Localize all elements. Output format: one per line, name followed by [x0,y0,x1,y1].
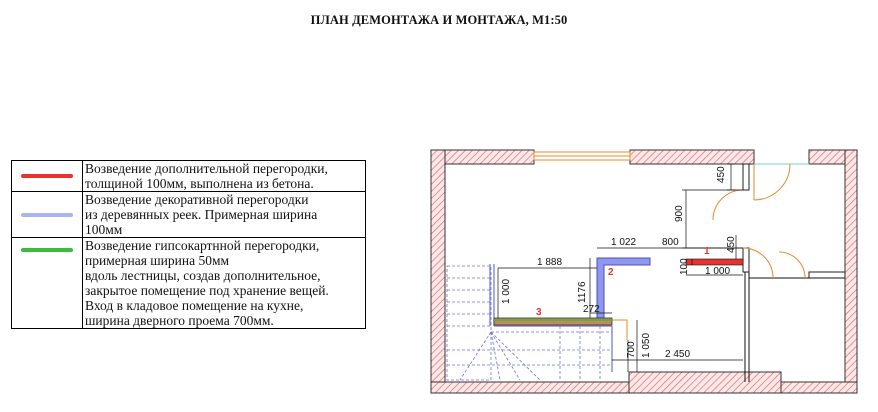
partition-top [742,163,750,191]
dim-label: 1 888 [537,257,562,268]
green-line-swatch [21,248,73,252]
wall-bottom-right [780,381,858,394]
legend-row-drywall: Возведение гипсокартнной перегородки, пр… [11,237,366,329]
wall-left [430,149,446,393]
wall-top-right [629,149,755,165]
interior-walls [742,163,846,382]
dim-label: 700 [626,341,637,358]
dim-label: 1 000 [705,266,730,277]
partition-middle [742,247,750,273]
staircase [446,265,612,381]
dim-label: 450 [716,166,727,183]
wall-bottom-middle [628,371,782,394]
red-line-swatch [21,174,73,178]
wall-right [844,149,858,393]
legend-text: 100мм [85,222,123,237]
door-swing-arc [753,163,791,201]
legend-row-wood: Возведение декоративной перегородки из д… [11,191,366,238]
dim-label: 100 [679,258,690,275]
stair-railing [489,264,613,372]
dimension-lines [497,163,743,372]
blue-line-swatch [21,212,73,217]
marker-1: 1 [704,246,710,257]
legend-row-concrete: Возведение дополнительной перегородки, т… [11,160,366,192]
legend-text: закрытое помещение под хранение вещей. [85,283,329,298]
red-concrete-partition [685,258,744,266]
dim-label: 2 450 [665,349,690,360]
legend-text: Возведение декоративной перегородки [85,192,309,207]
legend-text: из деревянных реек. Примерная ширина [85,207,318,222]
dim-label: 800 [662,237,679,248]
dim-label: 450 [726,236,737,253]
page-title: ПЛАН ДЕМОНТАЖА И МОНТАЖА, М1:50 [310,13,568,27]
legend-text: примерная ширина 50мм [85,253,230,268]
walls [430,149,858,394]
wall-top-left [430,149,535,165]
door-swing-arc [712,189,744,221]
wall-bottom-left [430,381,630,394]
door-opening [612,319,628,340]
door-swing-arc [778,251,806,279]
dim-label: 1 022 [611,237,636,248]
legend-text: Вход в кладовое помещение на кухне, [85,298,304,313]
marker-2: 2 [608,267,614,278]
door-swing-arc [742,247,774,279]
dim-label: 900 [674,205,685,222]
legend-text: Возведение гипсокартнной перегородки, [85,238,320,253]
doors [612,163,806,340]
dimension-labels: 450 900 1 022 800 450 1 888 1 000 1176 2… [501,166,737,360]
legend-table: Возведение дополнительной перегородки, т… [11,160,366,329]
legend-text: Возведение дополнительной перегородки, [85,161,328,176]
dim-label: 272 [583,304,600,315]
partition-right [808,271,846,279]
legend-text: ширина дверного проема 700мм. [85,313,274,328]
blue-wood-partition [596,257,651,319]
legend-text: вдоль лестницы, создав дополнительное, [85,268,321,283]
dim-label: 1176 [577,281,588,303]
dim-label: 1 000 [501,279,512,304]
partition-markers: 1 2 3 [536,246,710,318]
legend-text: толщиной 100мм, выполнена из бетона. [85,176,314,191]
dim-label: 1 050 [641,333,652,358]
marker-3: 3 [536,307,542,318]
brown-partition [493,317,613,326]
